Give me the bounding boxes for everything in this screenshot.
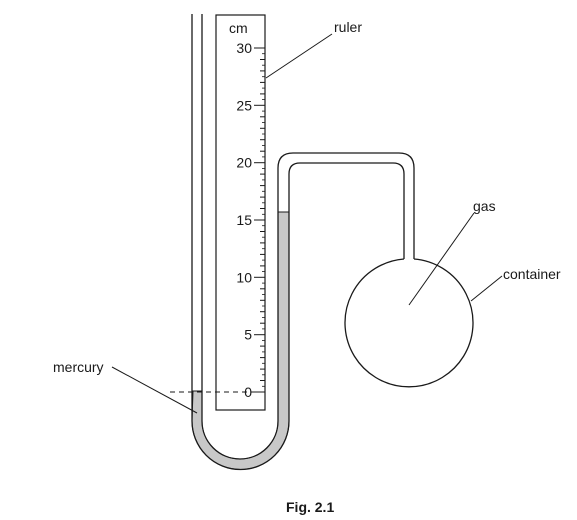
gas-container [344,258,474,388]
gas-leader-line [408,212,475,306]
mercury-label: mercury [53,359,104,375]
ruler-leader-line [265,33,333,79]
ruler-tick-label: 15 [236,212,252,228]
ruler-tick-label: 30 [236,40,252,56]
ruler-tick-label: 25 [236,97,252,113]
gas-label: gas [473,198,496,214]
ruler-tick-label: 5 [244,327,252,343]
container-label: container [503,266,561,282]
ruler-scale [254,47,265,393]
ruler-tick-label: 10 [236,269,252,285]
ruler-tick-labels: 30 25 20 15 10 5 0 [236,40,252,400]
ruler-unit-label: cm [229,20,248,36]
u-tube [191,14,415,471]
figure-caption: Fig. 2.1 [286,499,334,515]
ruler-body [215,14,266,411]
ruler-tick-label: 20 [236,155,252,171]
ruler-tick-label: 0 [244,384,252,400]
ruler-label: ruler [334,19,362,35]
container-leader-line [470,275,503,302]
mercury-leader-line [111,366,198,414]
